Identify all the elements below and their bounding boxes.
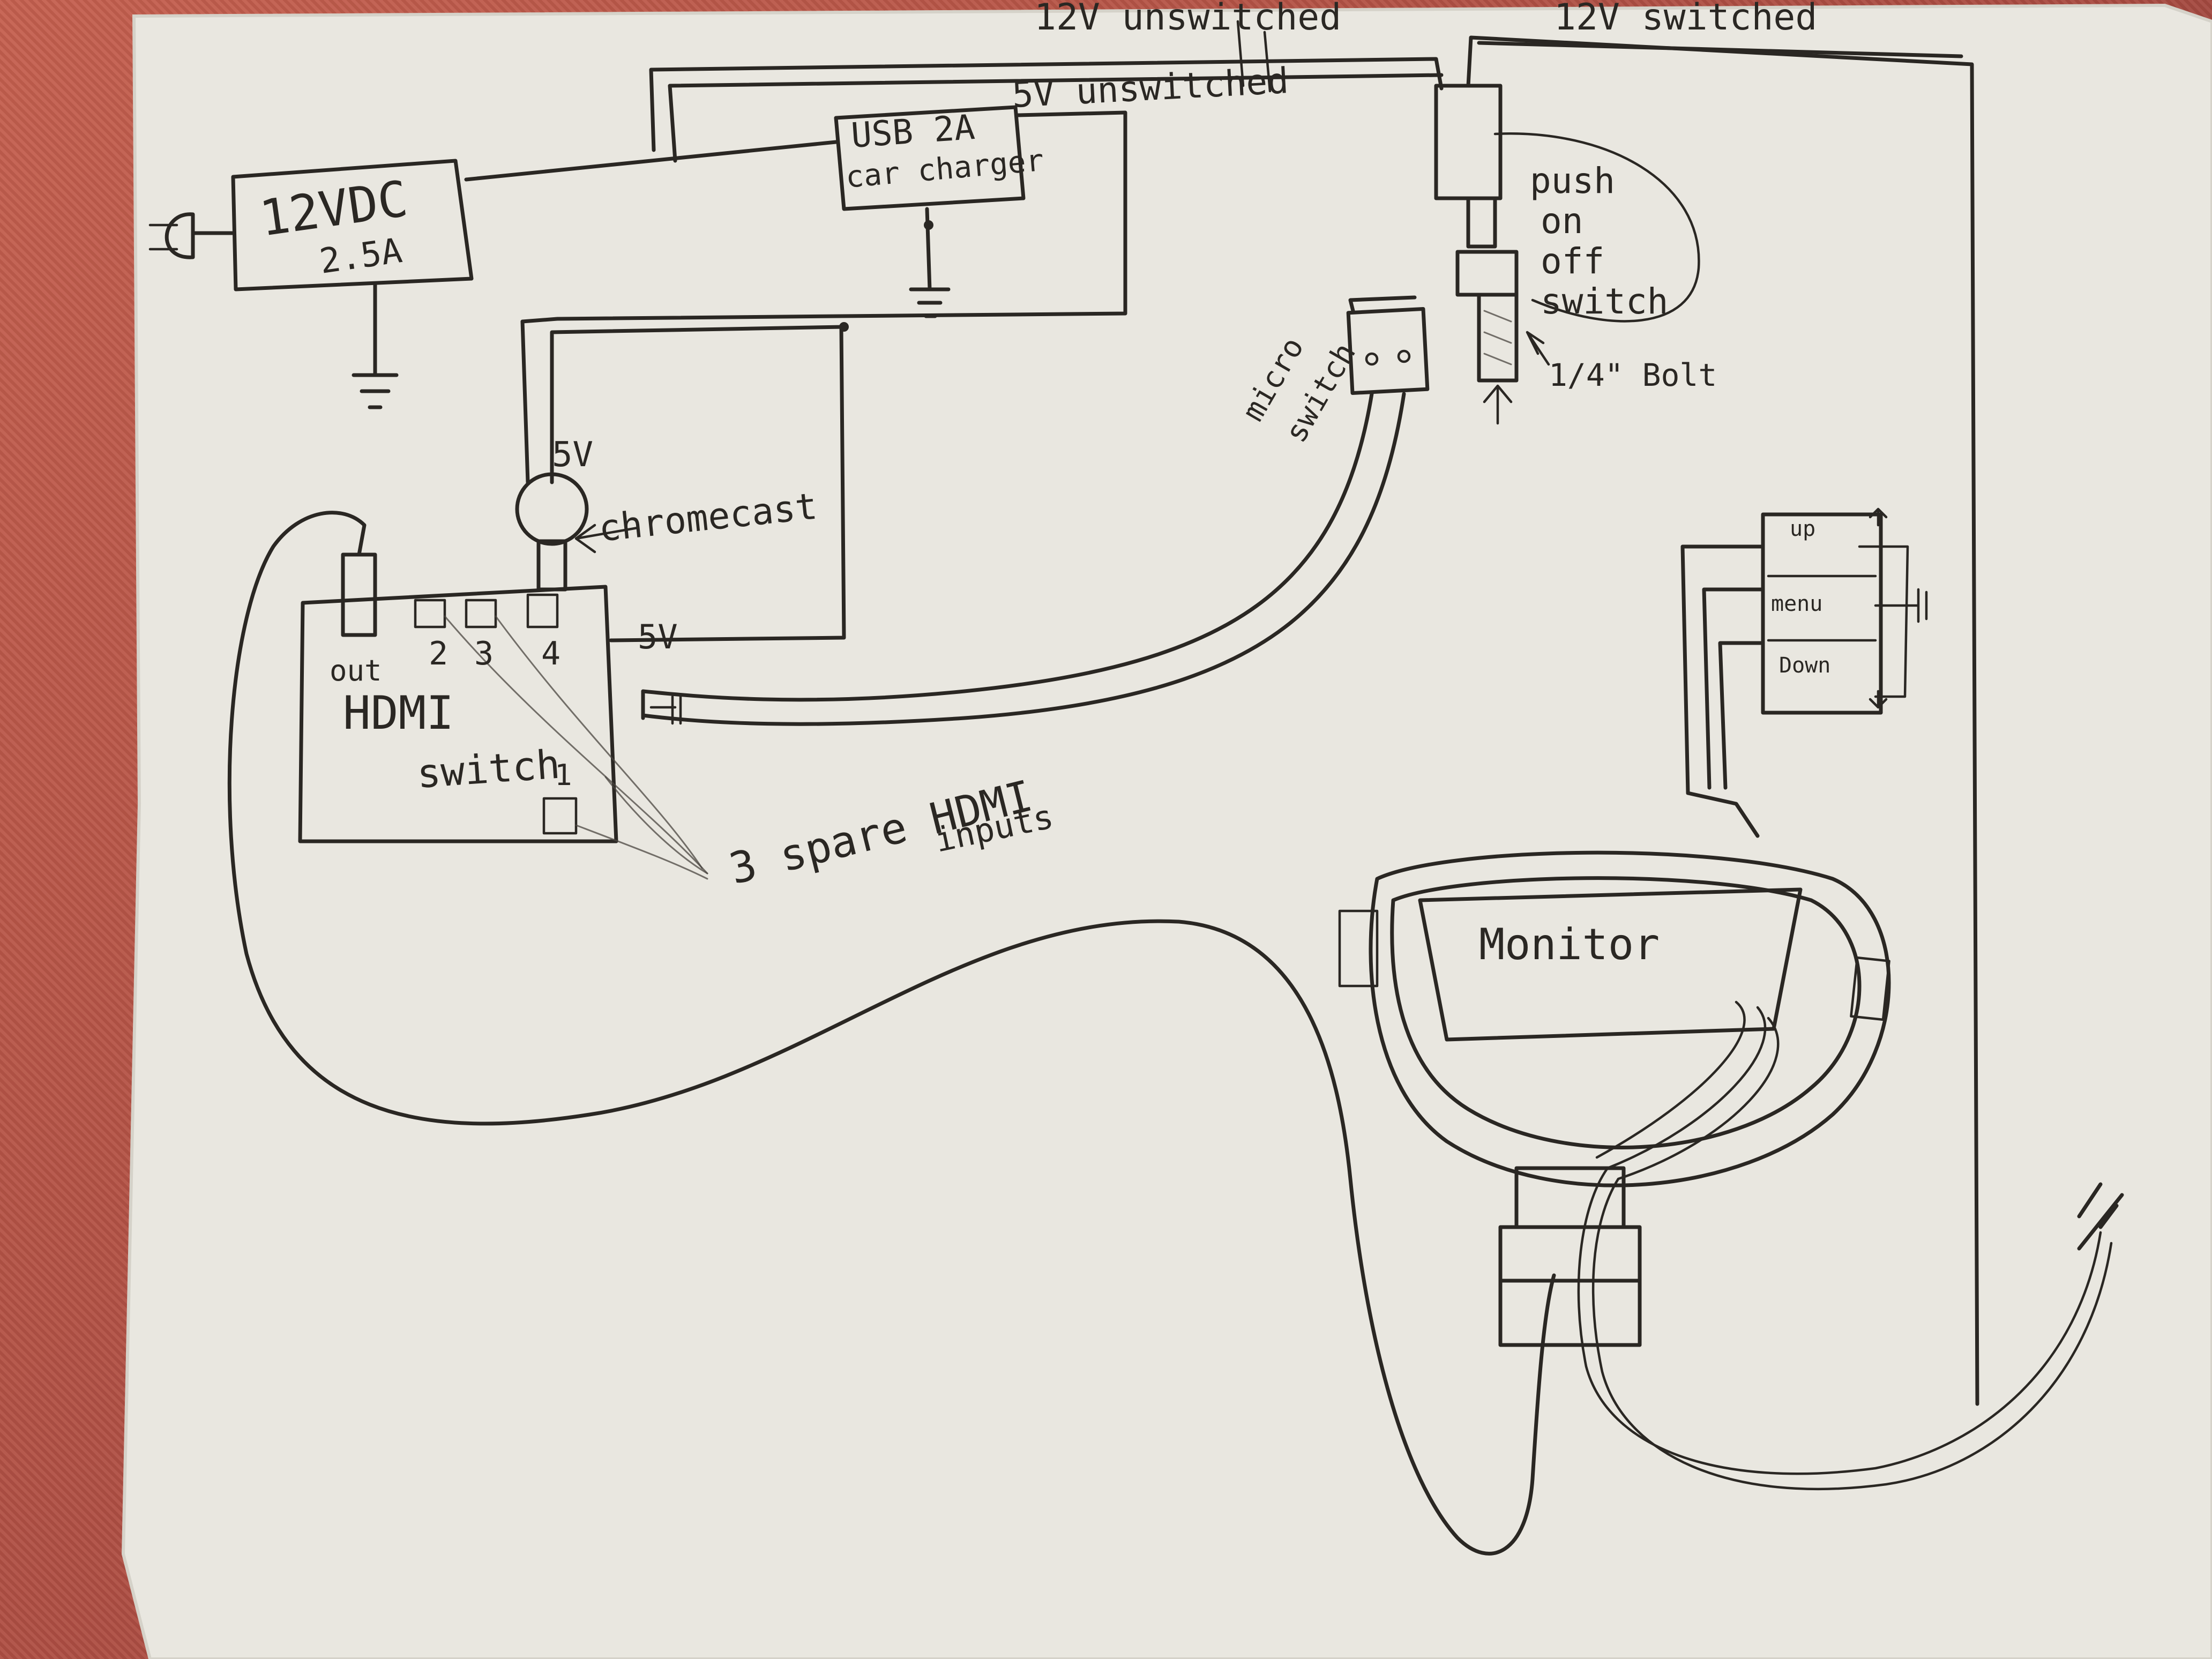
hdmi-port-3-label: 3 (474, 635, 494, 672)
hdmi-port-4-label: 4 (541, 635, 561, 672)
psu-12vdc: 12VDC 2.5A (148, 140, 838, 409)
push-switch-label-3: off (1541, 241, 1604, 282)
button-menu-label: menu (1771, 592, 1822, 616)
monitor: Monitor (1338, 850, 2124, 1491)
label-12v-switched: 12V switched (1554, 0, 1817, 39)
label-12v-unswitched: 12V unswitched (1034, 0, 1341, 39)
hdmi-out-label: out (330, 654, 382, 687)
hdmi-switch-label-1: HDMI (343, 686, 454, 740)
hdmi-switch-label-2: switch (415, 742, 562, 797)
bolt-label: 1/4" Bolt (1549, 357, 1717, 393)
push-switch-label-4: switch (1541, 281, 1668, 322)
hdmi-port-1-label: 1 (555, 758, 572, 792)
monitor-button-board: up menu Down (1680, 507, 1928, 838)
monitor-label: Monitor (1479, 920, 1660, 969)
hdmi-5v-label: 5V (638, 617, 678, 656)
button-down-label: Down (1779, 653, 1830, 678)
push-switch-label-1: push (1530, 160, 1615, 201)
push-on-off-switch: push on off switch 1/4" Bolt (1434, 84, 1717, 425)
top-power-wires (649, 20, 1979, 1406)
button-up-label: up (1790, 517, 1815, 541)
hdmi-port-2-label: 2 (429, 635, 448, 672)
push-switch-label-2: on (1541, 200, 1583, 242)
hdmi-5v-feed (550, 322, 849, 642)
chromecast-5v-label: 5V (552, 435, 593, 475)
paper-sheet (121, 3, 2212, 1659)
charger-label-1: USB 2A (850, 108, 976, 156)
